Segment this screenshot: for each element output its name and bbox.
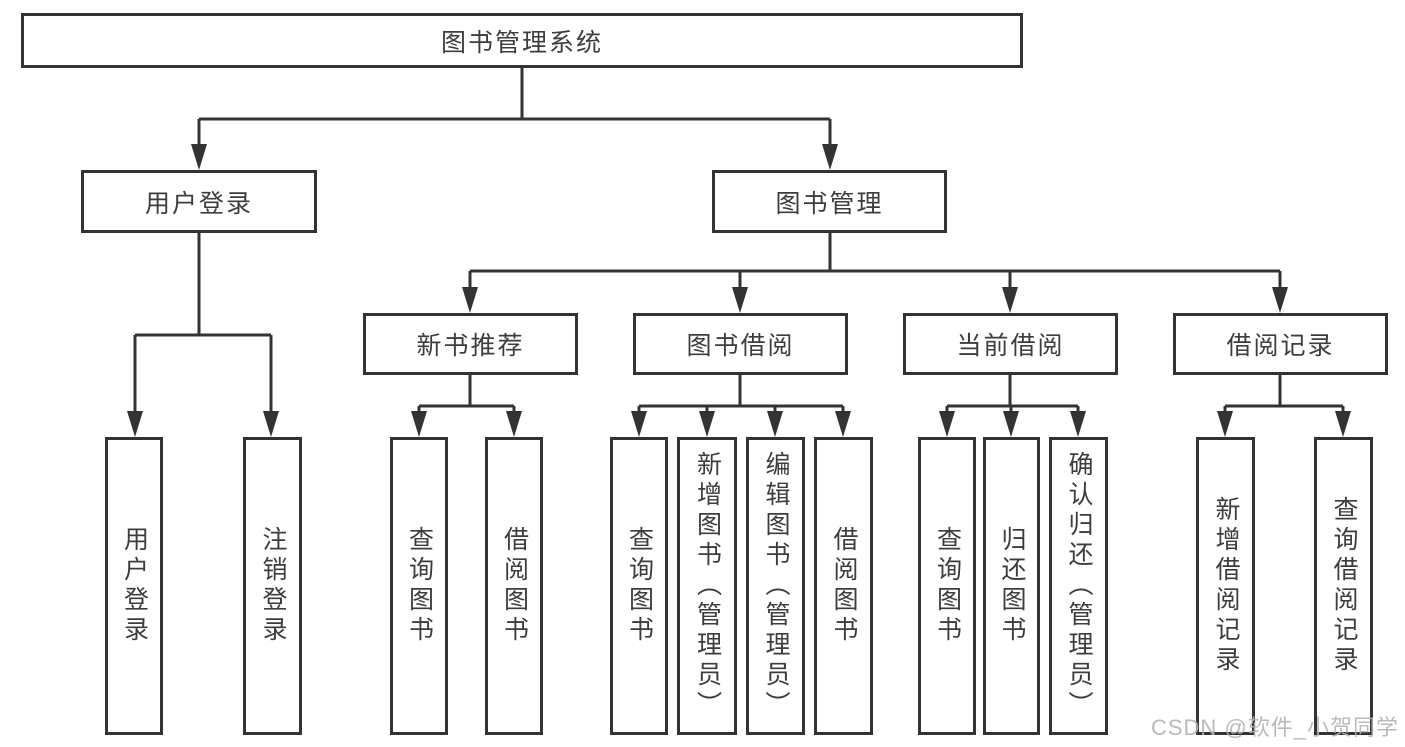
node-label: 用户登录 xyxy=(144,189,253,218)
csdn-watermark: CSDN @软件_小贺同学 xyxy=(1150,715,1399,740)
arrow-icon xyxy=(263,411,279,437)
leaf-label: 编辑图书（管理员） xyxy=(762,451,790,721)
leaf-query-books-1: 查询图书 xyxy=(390,437,448,735)
leaf-label: 查询图书 xyxy=(625,526,654,646)
node-label: 新书推荐 xyxy=(416,332,525,360)
leaf-label: 查询图书 xyxy=(933,526,962,646)
arrow-icon xyxy=(835,411,851,437)
leaf-label: 新增借阅记录 xyxy=(1212,496,1240,676)
arrow-icon xyxy=(462,287,478,313)
leaf-label: 新增图书（管理员） xyxy=(693,451,722,721)
node-new-book-recommend: 新书推荐 xyxy=(363,313,578,375)
arrow-icon xyxy=(1070,411,1086,437)
leaf-confirm-return-admin: 确认归还（管理员） xyxy=(1049,437,1108,735)
arrow-icon xyxy=(1272,287,1288,313)
leaf-return-books: 归还图书 xyxy=(983,437,1040,735)
leaf-user-login: 用户登录 xyxy=(105,437,163,735)
arrow-icon xyxy=(732,287,748,313)
leaf-query-books-2: 查询图书 xyxy=(610,437,668,735)
leaf-add-book-admin: 新增图书（管理员） xyxy=(677,437,737,735)
arrow-icon xyxy=(1217,411,1233,437)
connector-paths xyxy=(133,68,1345,415)
leaf-borrow-books-1: 借阅图书 xyxy=(485,437,543,735)
node-user-login: 用户登录 xyxy=(81,170,317,233)
arrow-icon xyxy=(767,411,783,437)
leaf-label: 借阅图书 xyxy=(500,526,529,646)
node-book-borrowing: 图书借阅 xyxy=(633,313,848,375)
node-label: 图书管理系统 xyxy=(440,28,603,57)
arrow-icon xyxy=(939,411,955,437)
arrow-icon xyxy=(506,411,522,437)
leaf-label: 确认归还（管理员） xyxy=(1065,451,1093,721)
node-library-system: 图书管理系统 xyxy=(21,13,1023,68)
leaf-logout-login: 注销登录 xyxy=(243,437,302,735)
node-label: 图书管理 xyxy=(775,189,884,218)
leaf-label: 借阅图书 xyxy=(830,526,858,646)
leaf-label: 查询图书 xyxy=(405,526,434,646)
arrowheads xyxy=(127,144,1351,437)
node-label: 当前借阅 xyxy=(956,332,1065,360)
arrow-icon xyxy=(411,411,427,437)
arrow-icon xyxy=(631,411,647,437)
leaf-borrow-books-2: 借阅图书 xyxy=(814,437,873,735)
leaf-query-borrow-record: 查询借阅记录 xyxy=(1314,437,1373,735)
arrow-icon xyxy=(127,411,143,437)
node-book-management: 图书管理 xyxy=(712,170,947,233)
arrow-icon xyxy=(1335,411,1351,437)
leaf-query-books-3: 查询图书 xyxy=(918,437,976,735)
node-current-borrowing: 当前借阅 xyxy=(903,313,1118,375)
node-label: 图书借阅 xyxy=(686,332,795,360)
arrow-icon xyxy=(191,144,207,170)
leaf-label: 注销登录 xyxy=(259,526,287,646)
leaf-add-borrow-record: 新增借阅记录 xyxy=(1196,437,1255,735)
leaf-edit-book-admin: 编辑图书（管理员） xyxy=(746,437,805,735)
arrow-icon xyxy=(1002,287,1018,313)
arrow-icon xyxy=(699,411,715,437)
node-borrowing-records: 借阅记录 xyxy=(1173,313,1388,375)
leaf-label: 查询借阅记录 xyxy=(1330,496,1358,676)
node-label: 借阅记录 xyxy=(1226,332,1335,360)
arrow-icon xyxy=(822,144,838,170)
leaf-label: 归还图书 xyxy=(998,526,1026,646)
arrow-icon xyxy=(1003,411,1019,437)
leaf-label: 用户登录 xyxy=(120,526,149,646)
